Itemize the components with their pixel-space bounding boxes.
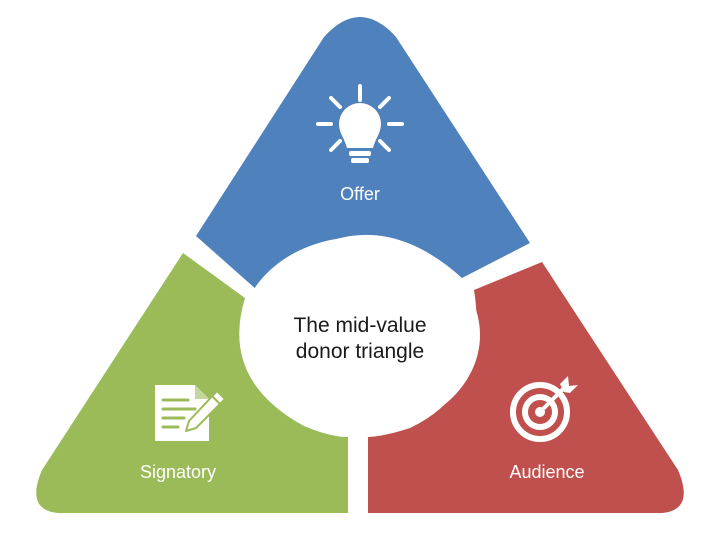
audience-label: Audience — [509, 462, 584, 482]
center-oval — [240, 237, 480, 433]
center-title-line2: donor triangle — [296, 340, 424, 363]
offer-segment: Offer — [196, 17, 530, 290]
document-signature-icon — [155, 385, 226, 441]
offer-label: Offer — [340, 184, 380, 204]
signatory-label: Signatory — [140, 462, 216, 482]
signatory-shape — [36, 253, 348, 513]
center-circle: The mid-value donor triangle — [240, 237, 480, 433]
lightbulb-icon — [316, 84, 404, 163]
target-icon — [510, 376, 578, 442]
signatory-segment: Signatory — [36, 253, 348, 513]
center-title-line1: The mid-value — [293, 314, 426, 337]
audience-segment: Audience — [368, 262, 684, 513]
